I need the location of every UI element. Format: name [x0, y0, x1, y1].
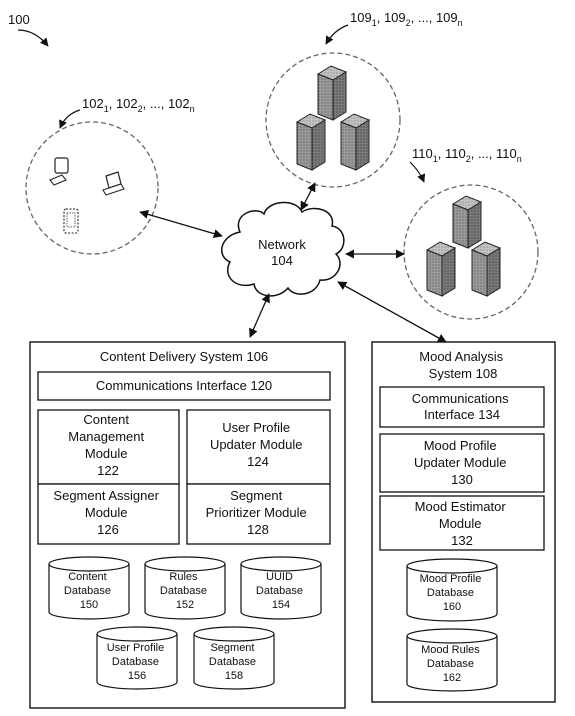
server-icon: [451, 195, 483, 249]
segment-prioritizer-label: Segment Prioritizer Module 128: [206, 488, 311, 537]
user-profile-database: User Profile Database 156: [96, 626, 178, 690]
segment-assigner-label: Segment Assigner Module 126: [53, 488, 162, 537]
mood-analysis-system: Mood Analysis System 108 Communications …: [371, 341, 556, 703]
devices-ref-arrow: [59, 109, 81, 129]
cds-comm-interface-box: [37, 371, 331, 401]
segment-assigner-box: [37, 483, 180, 545]
segment-prioritizer-box: [186, 483, 331, 545]
rules-database-label: Rules Database 152: [160, 571, 210, 611]
servers-right-cluster: 1101, 1102, ..., 110n: [403, 146, 539, 320]
network-number: 104: [271, 253, 293, 268]
cds-network-link: [249, 293, 270, 338]
user-profile-updater-box: [186, 409, 331, 485]
connections: [139, 182, 447, 343]
mood-estimator-label: Mood Estimator Module 132: [415, 499, 510, 548]
mood-profile-updater-label: Mood Profile Updater Module 130: [414, 438, 510, 487]
desktop-icon: [49, 157, 69, 186]
mood-profile-database: Mood Profile Database 160: [406, 558, 498, 622]
servers-top-ref-label: 1091, 1092, ..., 109n: [350, 10, 463, 28]
server-icon: [295, 113, 327, 171]
cds-comm-interface-label: Communications Interface 120: [96, 378, 272, 393]
mas-network-link: [337, 281, 447, 343]
server-icon: [316, 65, 348, 121]
servers-top-network-link: [300, 182, 316, 211]
network-label: Network: [258, 237, 306, 252]
mood-profile-database-label: Mood Profile Database 160: [420, 573, 485, 613]
user-profile-database-label: User Profile Database 156: [107, 642, 168, 682]
mas-comm-interface-label: Communications Interface 134: [412, 391, 512, 422]
servers-top-cluster: 1091, 1092, ..., 109n: [265, 10, 463, 188]
server-icon: [425, 241, 457, 297]
laptop-icon: [102, 171, 125, 196]
content-mgmt-module-label: Content Management Module 122: [68, 412, 148, 478]
network-cloud: Network 104: [220, 201, 345, 297]
network-cloud-shape: [220, 201, 345, 297]
user-profile-updater-label: User Profile Updater Module 124: [210, 420, 306, 469]
uuid-database-label: UUID Database 154: [256, 571, 306, 611]
servers-top-ref-arrow: [325, 24, 349, 45]
rules-database: Rules Database 152: [144, 556, 226, 620]
devices-ref-label: 1021, 1022, ..., 102n: [82, 96, 195, 114]
mood-estimator-box: [379, 495, 545, 551]
server-icon: [470, 241, 502, 297]
devices-network-link: [139, 209, 223, 239]
servers-right-ref-label: 1101, 1102, ..., 110n: [412, 146, 522, 164]
content-mgmt-module-box: [37, 409, 180, 485]
figure-ref: 100: [8, 12, 30, 27]
cds-title: Content Delivery System 106: [100, 349, 268, 364]
client-devices-cluster: 1021, 1022, ..., 102n: [25, 96, 195, 255]
figure-ref-arrow: [17, 29, 49, 47]
content-database: Content Database 150: [48, 556, 130, 620]
segment-database: Segment Database 158: [193, 626, 275, 690]
mood-profile-updater-box: [379, 433, 545, 493]
content-delivery-system: Content Delivery System 106 Communicatio…: [29, 341, 346, 709]
mas-title: Mood Analysis System 108: [419, 349, 506, 381]
mas-comm-interface-box: [379, 386, 545, 428]
content-database-label: Content Database 150: [64, 571, 114, 611]
mood-rules-database-label: Mood Rules Database 162: [421, 644, 483, 684]
servers-top-dashed-circle: [265, 52, 401, 188]
segment-database-label: Segment Database 158: [209, 642, 259, 682]
servers-right-ref-arrow: [409, 161, 426, 183]
uuid-database: UUID Database 154: [240, 556, 322, 620]
mood-rules-database: Mood Rules Database 162: [406, 628, 498, 692]
devices-dashed-circle: [25, 121, 159, 255]
server-icon: [339, 113, 371, 171]
tablet-icon: [63, 208, 79, 234]
